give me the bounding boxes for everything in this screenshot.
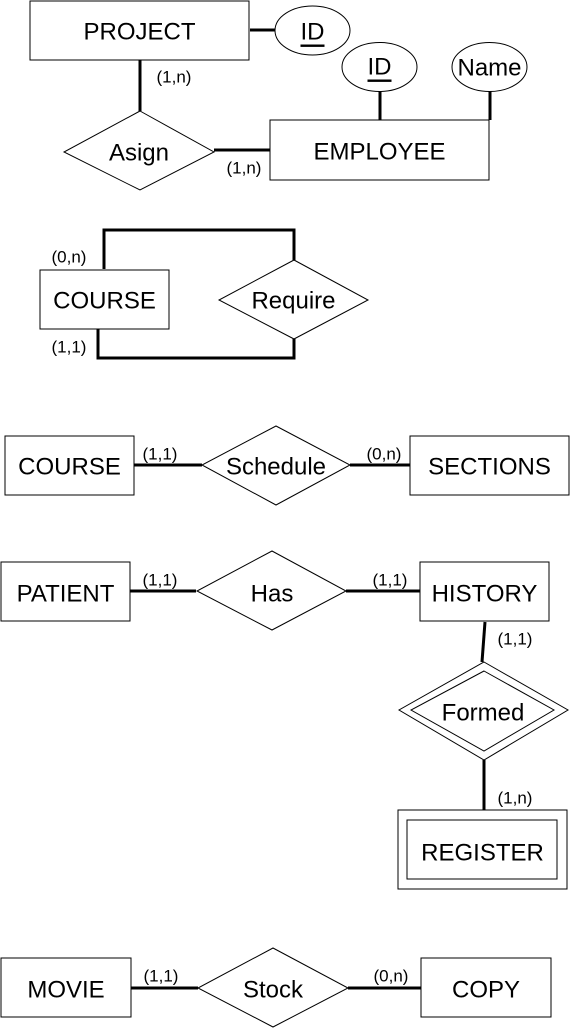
svg-text:REGISTER: REGISTER: [421, 840, 544, 867]
formed-identifying-relationship[interactable]: Formed: [397, 661, 569, 761]
register-formed-cardinality: (1,n): [498, 789, 533, 808]
course-sections-diagram: COURSE Schedule SECTIONS (1,1) (0,n): [4, 425, 570, 506]
schedule-relationship[interactable]: Schedule: [200, 425, 352, 506]
svg-text:COPY: COPY: [452, 977, 520, 1004]
course-require-cardinality-top: (0,n): [52, 248, 87, 267]
course-require-top-link: [102, 228, 296, 269]
svg-text:Has: Has: [251, 581, 294, 608]
svg-text:SECTIONS: SECTIONS: [428, 454, 551, 481]
history-formed-cardinality: (1,1): [498, 630, 533, 649]
svg-text:Asign: Asign: [109, 140, 169, 167]
project-entity[interactable]: PROJECT: [29, 0, 250, 61]
course-require-diagram: COURSE Require (0,n) (1,1): [39, 228, 370, 360]
svg-text:ID: ID: [368, 54, 392, 81]
employee-asign-cardinality: (1,n): [227, 159, 262, 178]
course-entity-recursive[interactable]: COURSE: [39, 269, 170, 330]
has-relationship[interactable]: Has: [195, 550, 348, 631]
svg-text:Schedule: Schedule: [226, 454, 326, 481]
svg-text:PROJECT: PROJECT: [83, 19, 195, 46]
svg-text:HISTORY: HISTORY: [432, 581, 538, 608]
sections-schedule-cardinality: (0,n): [367, 445, 402, 464]
patient-has-cardinality: (1,1): [143, 571, 178, 590]
asign-relationship[interactable]: Asign: [62, 110, 216, 191]
movie-stock-cardinality: (1,1): [144, 967, 179, 986]
copy-stock-cardinality: (0,n): [374, 967, 409, 986]
svg-text:MOVIE: MOVIE: [27, 977, 104, 1004]
history-has-cardinality: (1,1): [373, 571, 408, 590]
employee-id-attribute[interactable]: ID: [341, 42, 418, 92]
register-weak-entity[interactable]: REGISTER: [397, 809, 568, 890]
patient-entity[interactable]: PATIENT: [0, 561, 131, 622]
sections-entity[interactable]: SECTIONS: [409, 435, 570, 496]
svg-text:Require: Require: [251, 288, 335, 315]
history-formed-link: [480, 621, 487, 663]
svg-text:ID: ID: [301, 19, 325, 46]
course-require-bottom-link: [96, 329, 296, 360]
stock-relationship[interactable]: Stock: [196, 947, 350, 1028]
svg-text:Stock: Stock: [243, 977, 304, 1004]
history-entity[interactable]: HISTORY: [419, 561, 550, 622]
svg-text:Formed: Formed: [442, 700, 525, 727]
svg-text:Name: Name: [457, 55, 521, 82]
movie-copy-diagram: MOVIE Stock COPY (1,1) (0,n): [0, 947, 552, 1028]
employee-name-attribute[interactable]: Name: [451, 42, 528, 92]
project-asign-cardinality: (1,n): [157, 68, 192, 87]
svg-text:EMPLOYEE: EMPLOYEE: [313, 139, 445, 166]
employee-entity[interactable]: EMPLOYEE: [269, 119, 490, 181]
svg-text:PATIENT: PATIENT: [17, 581, 115, 608]
project-id-attribute[interactable]: ID: [274, 5, 351, 56]
project-employee-diagram: PROJECT ID ID Name Asign EMPLOYEE (1,n) …: [29, 0, 528, 191]
svg-text:COURSE: COURSE: [53, 288, 156, 315]
course-require-cardinality-bottom: (1,1): [52, 338, 87, 357]
copy-entity[interactable]: COPY: [420, 957, 552, 1018]
course-schedule-cardinality: (1,1): [143, 445, 178, 464]
svg-text:COURSE: COURSE: [18, 454, 121, 481]
course-entity[interactable]: COURSE: [4, 435, 135, 496]
movie-entity[interactable]: MOVIE: [0, 957, 132, 1018]
require-relationship[interactable]: Require: [217, 259, 370, 340]
patient-history-diagram: PATIENT Has HISTORY Formed REGISTER (1,1…: [0, 550, 569, 890]
